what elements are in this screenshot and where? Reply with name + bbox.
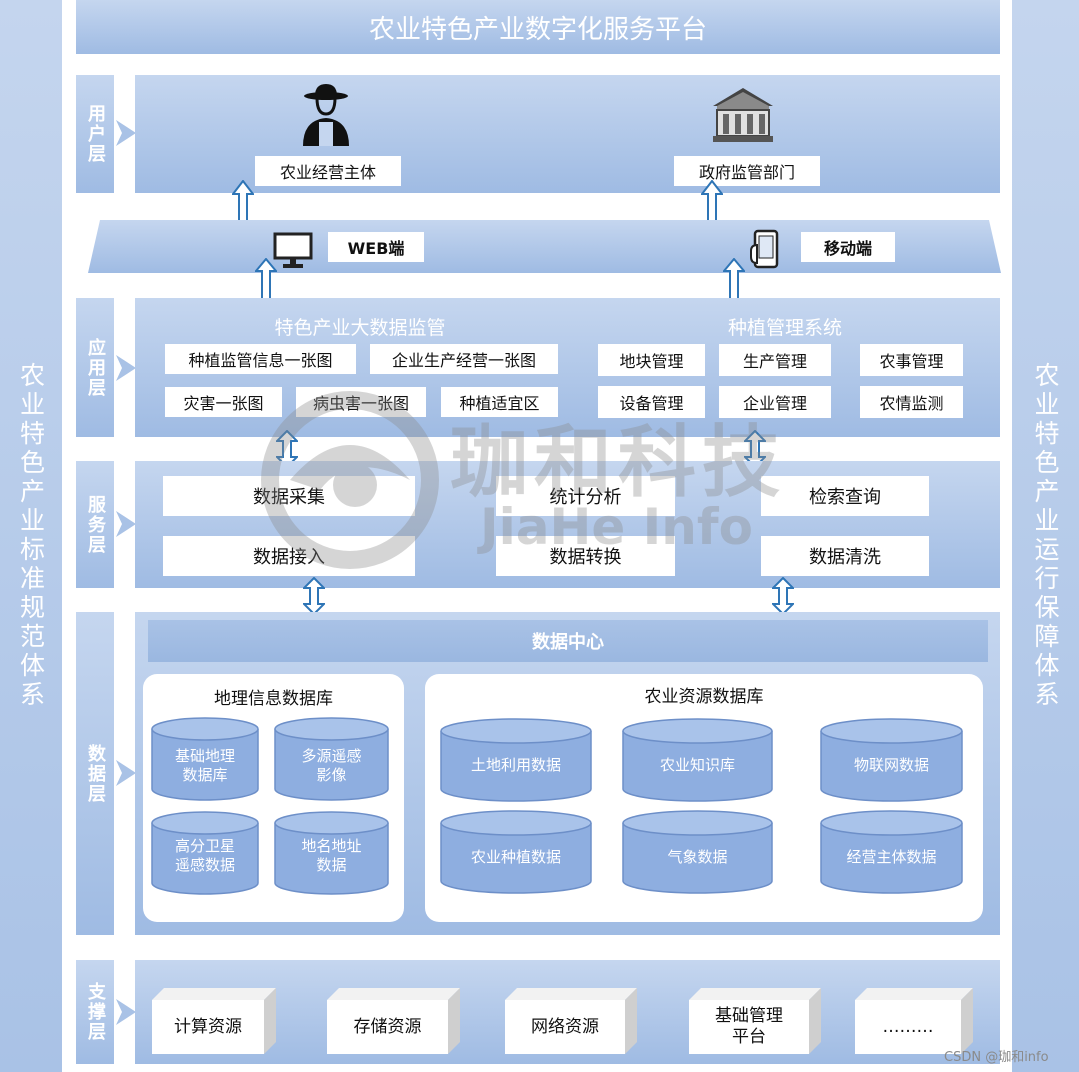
support-layer-arrow-icon	[116, 999, 136, 1025]
resource-cube: 计算资源	[152, 988, 276, 1054]
farmer-label: 农业经营主体	[279, 163, 376, 182]
cylinder-line: 多源遥感	[301, 747, 362, 765]
cube-line: 平台	[732, 1027, 766, 1047]
cylinder-line: 数据	[316, 856, 347, 874]
planting-item: 农事管理	[860, 344, 963, 376]
monitor-system-title: 特色产业大数据监管	[274, 317, 446, 339]
app-layer-arrow-icon	[116, 355, 136, 381]
monitor-item: 病虫害一张图	[296, 387, 426, 417]
cylinder-label: 物联网数据	[853, 756, 929, 774]
user-layer-tag: 用户层	[76, 75, 114, 193]
planting-item: 地块管理	[598, 344, 705, 376]
cube-line: 计算资源	[174, 1016, 242, 1037]
web-terminal-box: WEB端	[328, 232, 424, 262]
data-center-label: 数据中心	[532, 632, 604, 653]
monitor-item: 种植适宜区	[441, 387, 558, 417]
service-item: 数据采集	[163, 476, 415, 516]
standards-column: 农业特色产业标准规范体系	[0, 0, 62, 1072]
resource-cube: 存储资源	[327, 988, 460, 1054]
farmer-icon	[303, 84, 349, 146]
geo-cylinder: 高分卫星遥感数据	[151, 811, 259, 895]
user-layer-arrow-icon	[116, 120, 136, 146]
operations-label: 农业特色产业运行保障体系	[1031, 362, 1060, 710]
cylinder-label: 气象数据	[667, 848, 728, 866]
cube-line: 存储资源	[353, 1016, 422, 1037]
cylinder-line: 地名地址	[301, 837, 362, 855]
data-layer-arrow-icon	[116, 760, 136, 786]
data-layer-tag: 数据层	[76, 612, 114, 935]
data-center-bar: 数据中心	[148, 620, 988, 662]
footer-credit: CSDN @珈和info	[944, 1050, 1049, 1065]
service-item: 统计分析	[496, 476, 675, 516]
service-item: 数据清洗	[761, 536, 929, 576]
service-item: 检索查询	[761, 476, 929, 516]
support-layer-tag: 支撑层	[76, 960, 114, 1064]
resource-cube: 基础管理平台	[689, 988, 821, 1054]
geo-database-title: 地理信息数据库	[214, 689, 333, 709]
planting-item: 企业管理	[719, 386, 831, 418]
cube-line: 网络资源	[531, 1016, 599, 1037]
geo-cylinder: 多源遥感影像	[274, 717, 389, 801]
farmer-box: 农业经营主体	[255, 156, 401, 186]
platform-title-bar: 农业特色产业数字化服务平台	[76, 0, 1000, 54]
agri-cylinder: 经营主体数据	[820, 810, 963, 894]
geo-cylinder: 基础地理数据库	[151, 717, 259, 801]
cylinder-line: 基础地理	[174, 747, 235, 765]
platform-title: 农业特色产业数字化服务平台	[368, 14, 707, 45]
agri-cylinder: 气象数据	[622, 810, 773, 894]
cylinder-label: 经营主体数据	[846, 848, 937, 866]
standards-label: 农业特色产业标准规范体系	[16, 362, 46, 710]
cylinder-line: 遥感数据	[174, 856, 235, 874]
service-item: 数据接入	[163, 536, 415, 576]
agri-cylinder: 物联网数据	[820, 718, 963, 802]
planting-system-title: 种植管理系统	[727, 317, 842, 339]
data-layer-label: 数据层	[85, 743, 106, 804]
service-data-arrow-icon	[303, 577, 325, 615]
monitor-icon	[273, 232, 313, 268]
cylinder-label: 农业知识库	[659, 756, 735, 774]
planting-item: 生产管理	[719, 344, 831, 376]
web-terminal-label: WEB端	[347, 239, 405, 258]
cube-line: ………	[882, 1016, 934, 1037]
user-layer-label: 用户层	[85, 104, 106, 164]
resource-cube: ………	[855, 988, 973, 1054]
agri-cylinder: 土地利用数据	[440, 718, 592, 802]
cylinder-label: 土地利用数据	[470, 756, 561, 774]
service-data-arrow-icon	[772, 577, 794, 615]
cylinder-line: 数据库	[182, 766, 228, 784]
cube-line: 基础管理	[715, 1006, 783, 1026]
cylinder-line: 高分卫星	[174, 837, 235, 855]
cylinder-label: 农业种植数据	[470, 848, 561, 866]
agri-cylinder: 农业知识库	[622, 718, 773, 802]
planting-item: 农情监测	[860, 386, 963, 418]
service-layer-arrow-icon	[116, 511, 136, 537]
cylinder-line: 影像	[316, 766, 347, 784]
agri-cylinder: 农业种植数据	[440, 810, 592, 894]
geo-cylinder: 地名地址数据	[274, 811, 389, 895]
resource-cube: 网络资源	[505, 988, 637, 1054]
service-layer-tag: 服务层	[76, 461, 114, 588]
app-layer-label: 应用层	[85, 337, 106, 398]
operations-column: 农业特色产业运行保障体系	[1012, 0, 1079, 1072]
government-building-icon	[713, 88, 773, 142]
monitor-item: 企业生产经营一张图	[370, 344, 558, 374]
service-item: 数据转换	[496, 536, 675, 576]
government-box: 政府监管部门	[674, 156, 820, 186]
government-label: 政府监管部门	[698, 163, 795, 182]
mobile-terminal-label: 移动端	[823, 239, 872, 258]
support-layer-label: 支撑层	[85, 982, 106, 1042]
mobile-phone-icon	[750, 229, 779, 269]
mobile-terminal-box: 移动端	[801, 232, 895, 262]
monitor-item: 种植监管信息一张图	[165, 344, 356, 374]
service-layer-label: 服务层	[85, 494, 106, 555]
planting-item: 设备管理	[598, 386, 705, 418]
app-layer-tag: 应用层	[76, 298, 114, 437]
monitor-item: 灾害一张图	[165, 387, 282, 417]
agri-database-title: 农业资源数据库	[644, 687, 764, 707]
